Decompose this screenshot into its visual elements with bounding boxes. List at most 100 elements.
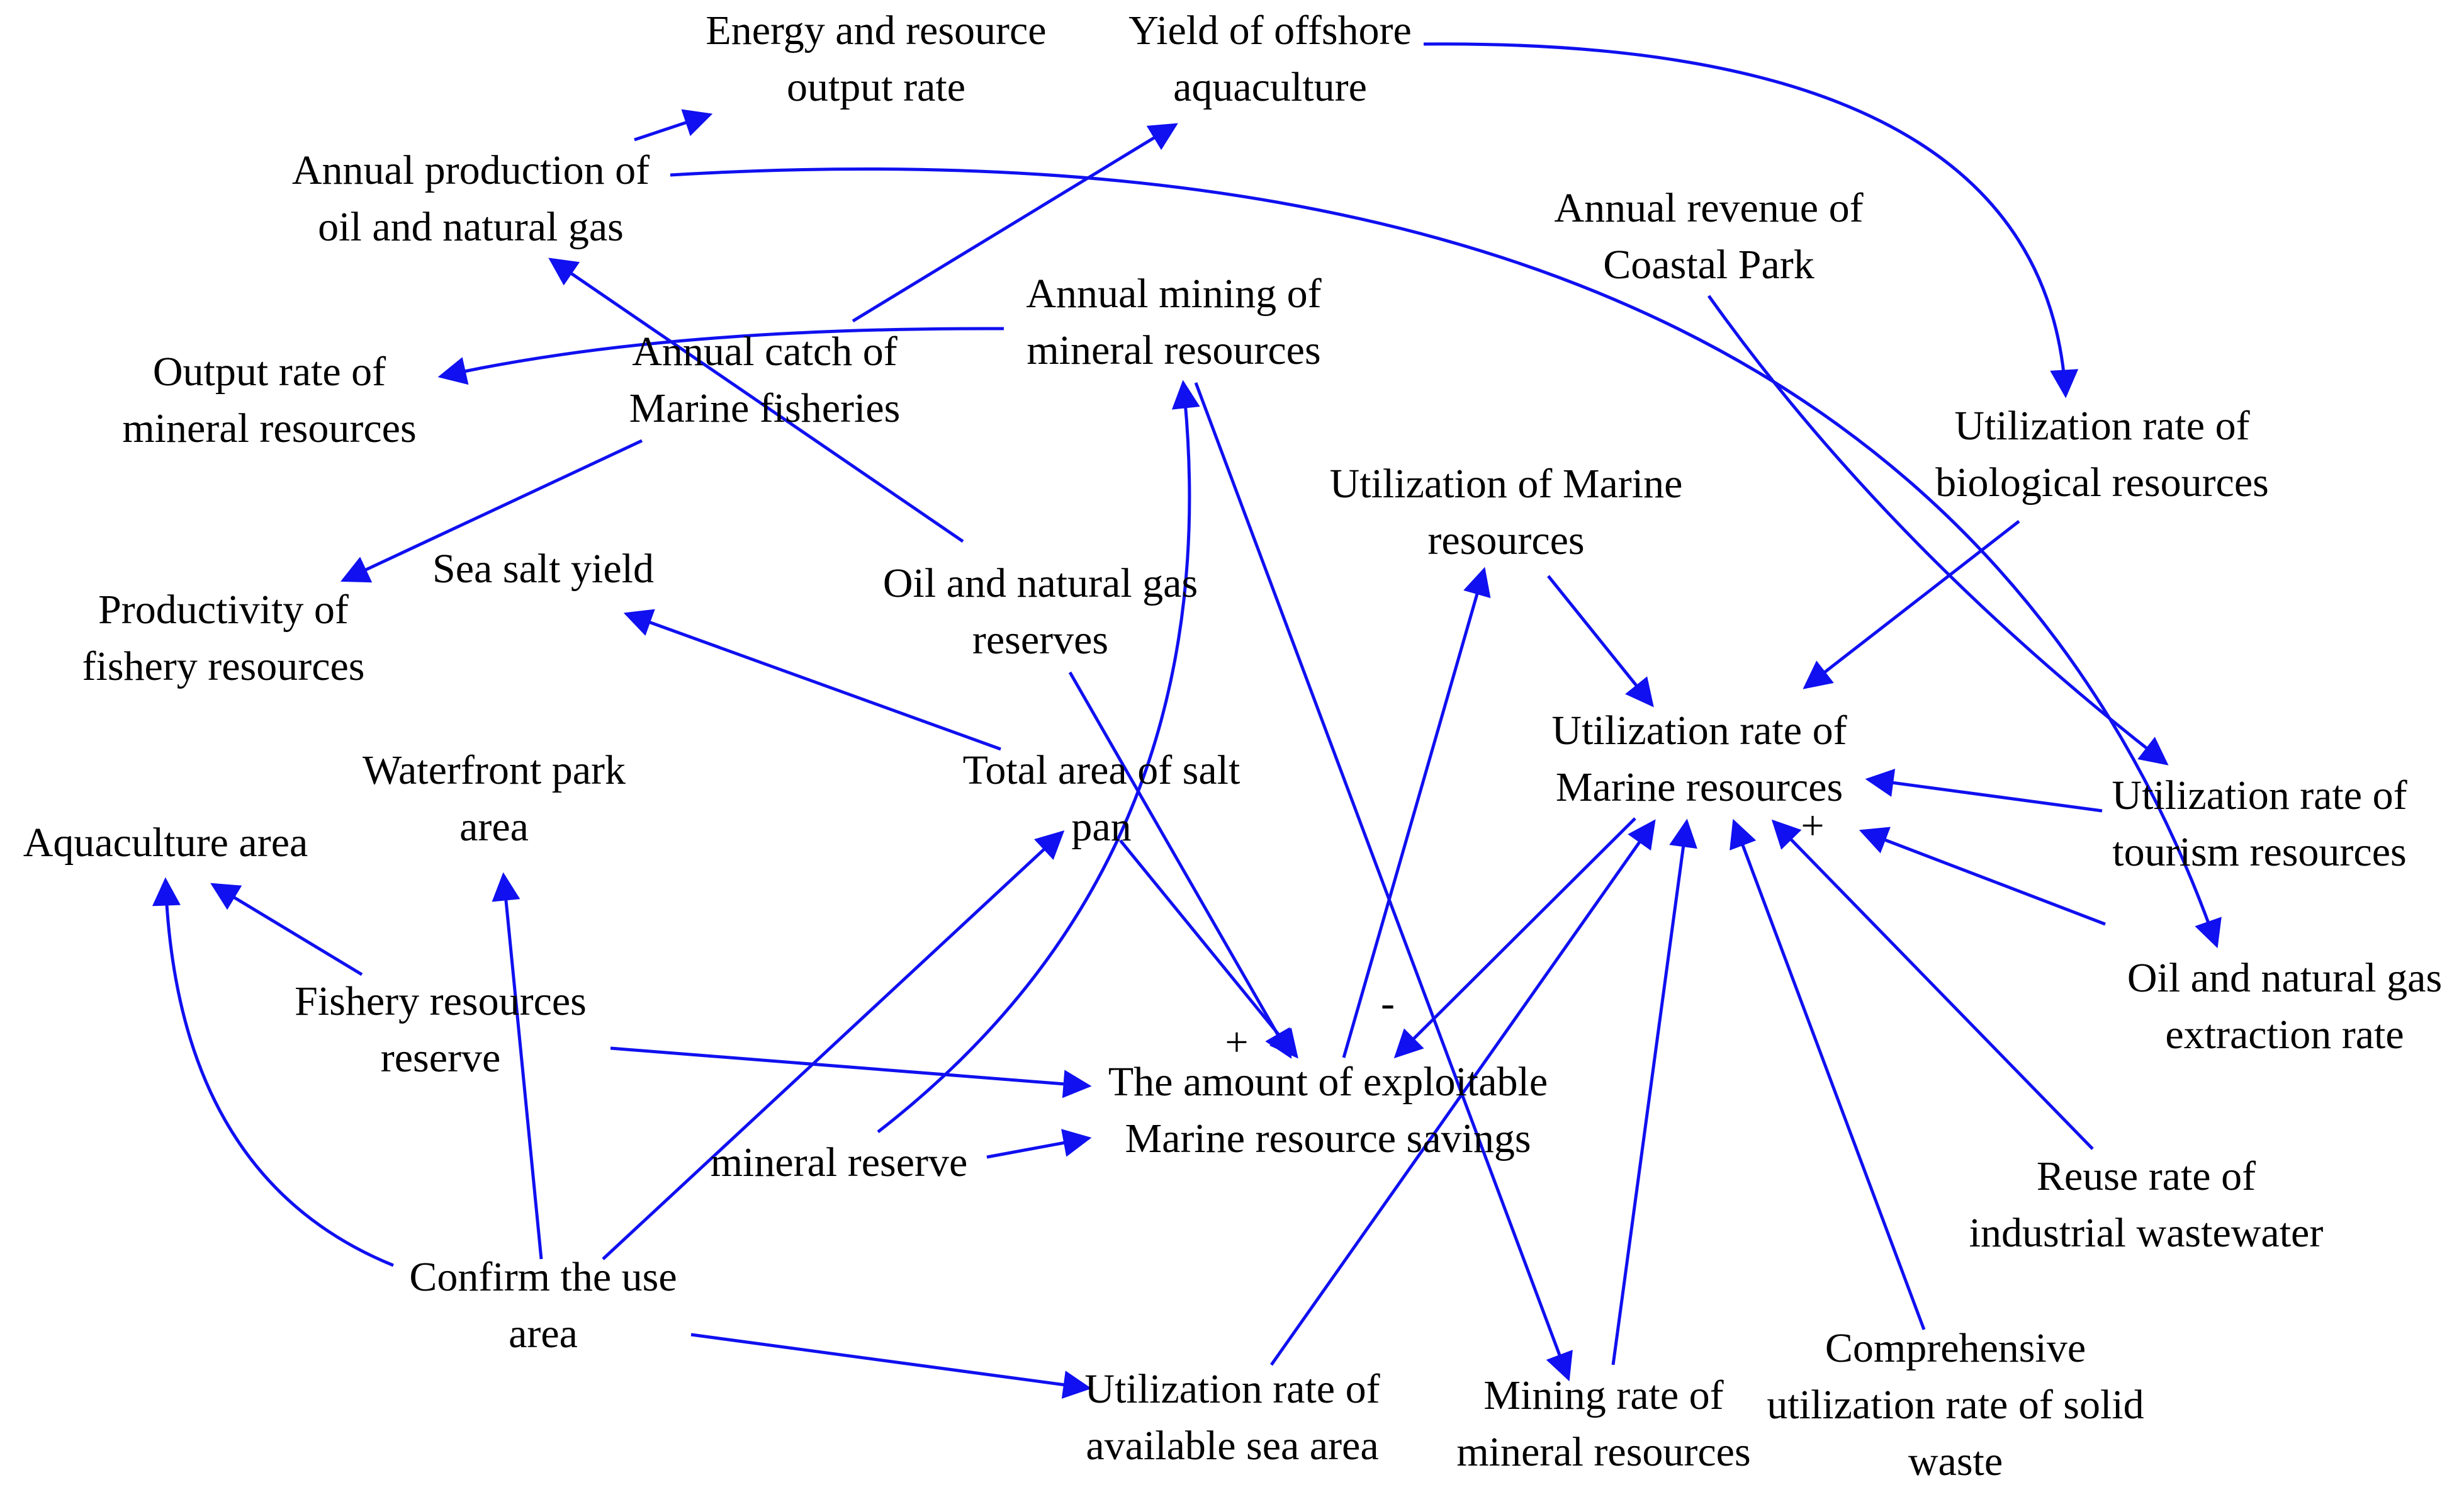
node-productivity-fishery: Productivity of fishery resources	[82, 587, 365, 689]
edge-confirm-use-area-to-waterfront-park-area	[492, 872, 543, 1260]
edge-oil-gas-reserves-to-annual-oil-gas	[548, 257, 964, 543]
node-label-line: Sea salt yield	[432, 546, 654, 592]
edge-annual-catch-fisheries-to-productivity-fishery	[340, 439, 643, 583]
edge-annual-catch-fisheries-to-yield-offshore-aquaculture	[852, 123, 1178, 323]
node-label-line: biological resources	[1935, 460, 2269, 506]
node-label-line: Annual catch of	[632, 329, 897, 375]
node-label-line: pan	[1071, 804, 1131, 850]
node-waterfront-park-area: Waterfront park area	[363, 747, 626, 850]
edge-util-rate-tourism-to-util-rate-marine	[1865, 769, 2103, 813]
node-label-line: reserves	[972, 617, 1108, 663]
nodes-layer: Energy and resource output rate Yield of o…	[23, 8, 2442, 1484]
node-label-line: Annual mining of	[1026, 271, 1321, 317]
node-label-line: Utilization rate of	[1551, 708, 1847, 754]
node-label-line: Mining rate of	[1483, 1372, 1723, 1418]
node-label-line: resources	[1427, 517, 1584, 563]
edge-total-salt-pan-to-sea-salt-yield	[623, 609, 1001, 751]
node-label-line: Comprehensive	[1825, 1325, 2086, 1371]
node-label-line: Coastal Park	[1603, 242, 1814, 288]
node-label-line: Utilization rate of	[1084, 1366, 1380, 1412]
node-label-line: The amount of exploitable	[1108, 1059, 1548, 1105]
node-label-line: utilization rate of solid	[1767, 1382, 2144, 1428]
edge-annual-oil-gas-to-oil-gas-extraction-rate	[670, 167, 2222, 949]
node-oil-gas-extraction-rate: Oil and natural gas extraction rate	[2127, 955, 2442, 1058]
node-label-line: Total area of salt	[963, 747, 1240, 793]
node-label-line: Reuse rate of	[2037, 1153, 2256, 1199]
node-label-line: tourism resources	[2112, 829, 2406, 875]
polarity-sign-plus-marine: +	[1801, 803, 1824, 849]
node-label-line: Oil and natural gas	[883, 560, 1198, 606]
node-energy-output-rate: Energy and resource output rate	[706, 8, 1046, 110]
node-label-line: Utilization of Marine	[1330, 461, 1683, 507]
node-aquaculture-area: Aquaculture area	[23, 820, 308, 866]
node-label-line: Productivity of	[98, 587, 349, 633]
node-label-line: Fishery resources	[295, 978, 587, 1024]
node-label-line: area	[509, 1311, 578, 1357]
edges-layer	[152, 42, 2222, 1399]
edge-annual-oil-gas-to-energy-output-rate	[634, 109, 713, 142]
edge-total-salt-pan-to-exploitable-savings	[1119, 839, 1298, 1059]
node-label-line: Oil and natural gas	[2127, 955, 2442, 1001]
node-util-available-sea-area: Utilization rate of available sea area	[1084, 1366, 1380, 1469]
edge-annual-mining-minerals-to-mining-rate-minerals	[1194, 382, 1573, 1382]
node-label-line: available sea area	[1086, 1423, 1378, 1469]
node-label-line: aquaculture	[1173, 64, 1367, 110]
node-label-line: mineral reserve	[711, 1139, 968, 1185]
node-annual-revenue-coastal-park: Annual revenue of Coastal Park	[1554, 185, 1863, 288]
edge-mineral-reserve-to-exploitable-savings	[986, 1129, 1092, 1159]
node-label-line: fishery resources	[82, 643, 365, 689]
edge-util-available-sea-area-to-util-rate-marine	[1269, 819, 1656, 1366]
edge-yield-offshore-aquaculture-to-util-rate-biological	[1423, 42, 2079, 398]
edge-confirm-use-area-to-aquaculture-area	[152, 877, 394, 1267]
node-label-line: Confirm the use	[409, 1254, 677, 1300]
node-total-salt-pan: Total area of salt pan	[963, 747, 1240, 850]
node-label-line: Annual production of	[292, 147, 650, 193]
edge-mining-rate-minerals-to-util-rate-marine	[1611, 818, 1697, 1365]
node-label-line: extraction rate	[2165, 1012, 2404, 1058]
polarity-sign-minus-savings: -	[1381, 980, 1395, 1026]
edge-comprehensive-solid-waste-to-util-rate-marine	[1730, 818, 1926, 1330]
node-oil-gas-reserves: Oil and natural gas reserves	[883, 560, 1198, 663]
node-confirm-use-area: Confirm the use area	[409, 1254, 677, 1357]
node-util-rate-biological: Utilization rate of biological resources	[1935, 403, 2269, 506]
node-label-line: mineral resources	[1456, 1429, 1750, 1475]
node-sea-salt-yield: Sea salt yield	[432, 546, 654, 592]
edge-reuse-wastewater-to-util-rate-marine	[1771, 819, 2094, 1150]
node-label-line: output rate	[787, 64, 965, 110]
edge-util-rate-marine-to-exploitable-savings	[1393, 817, 1636, 1059]
node-label-line: mineral resources	[122, 405, 416, 451]
edge-oil-gas-reserves-to-exploitable-savings	[1068, 671, 1292, 1059]
node-util-marine-resources: Utilization of Marine resources	[1330, 461, 1683, 563]
edge-fishery-reserve-to-exploitable-savings	[610, 1046, 1092, 1099]
edge-exploitable-savings-to-util-marine-resources	[1342, 567, 1491, 1058]
edge-util-marine-resources-to-util-rate-marine	[1547, 575, 1654, 708]
node-label-line: Energy and resource	[706, 8, 1046, 54]
node-label-line: Marine resource savings	[1125, 1116, 1531, 1161]
node-mining-rate-minerals: Mining rate of mineral resources	[1456, 1372, 1750, 1475]
node-annual-oil-gas: Annual production of oil and natural gas	[292, 147, 650, 250]
node-label-line: Aquaculture area	[23, 820, 308, 866]
edge-oil-gas-extraction-rate-to-util-rate-marine	[1859, 827, 2106, 926]
node-label-line: Utilization rate of	[2112, 772, 2407, 818]
edge-annual-mining-minerals-to-output-rate-minerals	[437, 327, 1004, 385]
edge-util-rate-biological-to-util-rate-marine	[1803, 520, 2020, 689]
node-label-line: area	[459, 804, 529, 850]
node-label-line: Annual revenue of	[1554, 185, 1863, 231]
node-mineral-reserve: mineral reserve	[711, 1139, 968, 1185]
edge-fishery-reserve-to-aquaculture-area	[210, 883, 363, 976]
edge-confirm-use-area-to-util-available-sea-area	[690, 1333, 1092, 1399]
node-label-line: Waterfront park	[363, 747, 626, 793]
node-label-line: oil and natural gas	[318, 204, 624, 250]
polarity-sign-plus-savings: +	[1225, 1019, 1248, 1065]
node-label-line: Marine resources	[1556, 764, 1843, 810]
node-label-line: Utilization rate of	[1954, 403, 2249, 449]
signs-layer: + - +	[1225, 803, 1824, 1065]
